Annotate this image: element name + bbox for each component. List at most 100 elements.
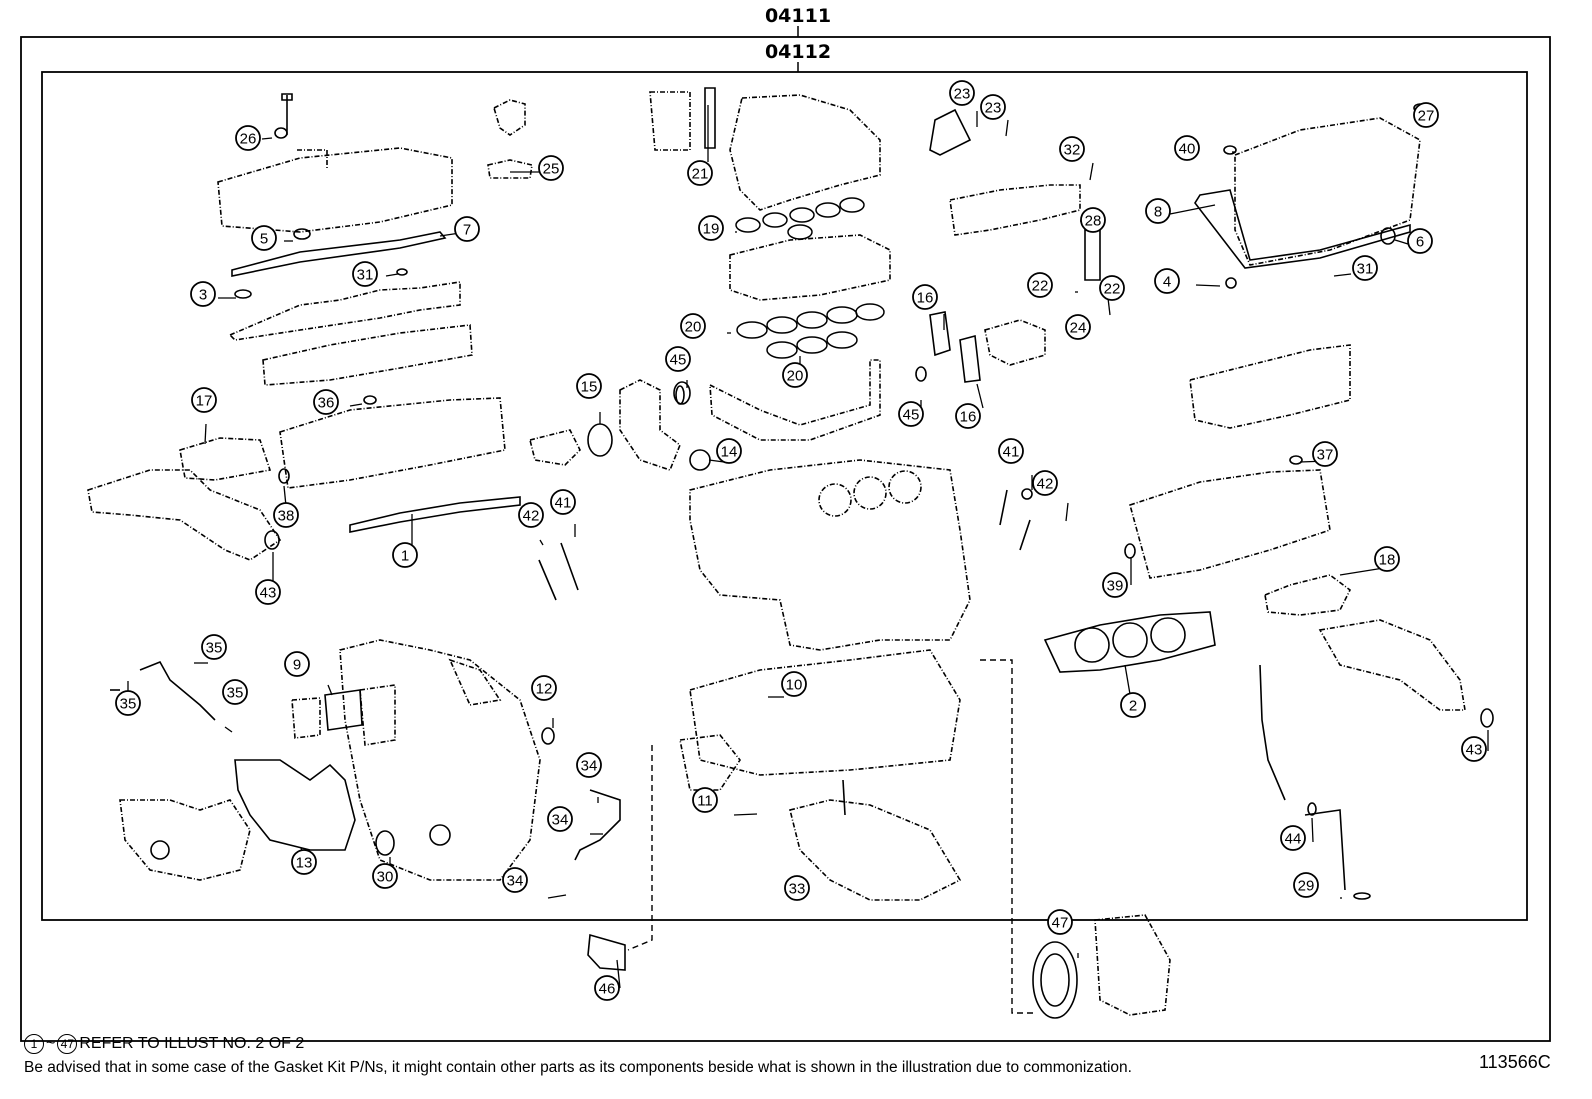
- callout-20: 20: [782, 362, 808, 388]
- callout-35: 35: [201, 634, 227, 660]
- callout-circle: [1145, 198, 1171, 224]
- callout-5: 5: [251, 225, 277, 251]
- callout-circle: [781, 671, 807, 697]
- callout-35: 35: [222, 679, 248, 705]
- callout-circle: [665, 346, 691, 372]
- callout-circle: [222, 679, 248, 705]
- callout-label: 38: [278, 508, 295, 525]
- callout-label: 16: [960, 409, 977, 426]
- callout-circle: [284, 651, 310, 677]
- callout-circle: [255, 579, 281, 605]
- callout-circle: [1312, 441, 1338, 467]
- callout-31: 31: [1352, 255, 1378, 281]
- callout-12: 12: [531, 675, 557, 701]
- callout-35: 35: [115, 690, 141, 716]
- callout-label: 2: [1129, 698, 1137, 715]
- callout-33: 33: [784, 875, 810, 901]
- callout-39: 39: [1102, 572, 1128, 598]
- callout-34: 34: [547, 806, 573, 832]
- range-note-text: REFER TO ILLUST NO. 2 OF 2: [79, 1035, 305, 1052]
- callout-label: 21: [692, 166, 709, 183]
- callout-circle: [352, 261, 378, 287]
- callout-circle: [191, 387, 217, 413]
- callout-circle: [998, 438, 1024, 464]
- callout-label: 30: [377, 869, 394, 886]
- callout-30: 30: [372, 863, 398, 889]
- callout-label: 43: [260, 585, 277, 602]
- callout-circle: [1293, 872, 1319, 898]
- advisory-note: Be advised that in some case of the Gask…: [24, 1059, 1132, 1076]
- callout-43: 43: [255, 579, 281, 605]
- callout-label: 36: [318, 395, 335, 412]
- callout-14: 14: [716, 438, 742, 464]
- range-separator: ~: [46, 1035, 56, 1052]
- callout-6: 6: [1407, 228, 1433, 254]
- callout-circle: [518, 502, 544, 528]
- callout-circle: [782, 362, 808, 388]
- callout-22: 22: [1027, 272, 1053, 298]
- callout-label: 22: [1104, 281, 1121, 298]
- callout-23: 23: [980, 94, 1006, 120]
- callout-label: 43: [1466, 742, 1483, 759]
- callout-34: 34: [576, 752, 602, 778]
- callout-label: 7: [463, 222, 471, 239]
- range-note: 1 ~ 47 REFER TO ILLUST NO. 2 OF 2: [24, 1034, 304, 1054]
- callout-circle: [594, 975, 620, 1001]
- callout-22: 22: [1099, 275, 1125, 301]
- callout-label: 11: [697, 793, 713, 810]
- callout-circle: [1027, 272, 1053, 298]
- callout-circle: [1461, 736, 1487, 762]
- callout-circle: [273, 502, 299, 528]
- inner-kit-frame: [41, 71, 1528, 921]
- range-start-marker: 1: [24, 1034, 44, 1054]
- callout-circle: [538, 155, 564, 181]
- callout-42: 42: [518, 502, 544, 528]
- callout-13: 13: [291, 849, 317, 875]
- callout-label: 22: [1032, 278, 1049, 295]
- callout-label: 1: [401, 548, 409, 565]
- callout-circle: [1047, 909, 1073, 935]
- callout-label: 31: [357, 267, 374, 284]
- callout-circle: [1032, 470, 1058, 496]
- callout-label: 33: [789, 881, 806, 898]
- callout-label: 45: [670, 352, 687, 369]
- callout-circle: [898, 401, 924, 427]
- callout-41: 41: [998, 438, 1024, 464]
- callout-17: 17: [191, 387, 217, 413]
- callout-circle: [1065, 314, 1091, 340]
- callout-circle: [251, 225, 277, 251]
- callout-label: 42: [523, 508, 540, 525]
- callout-16: 16: [912, 284, 938, 310]
- callout-3: 3: [190, 281, 216, 307]
- callout-circle: [372, 863, 398, 889]
- callout-label: 44: [1285, 831, 1302, 848]
- callout-label: 32: [1064, 142, 1081, 159]
- callout-circle: [502, 867, 528, 893]
- callout-circle: [550, 489, 576, 515]
- callout-34: 34: [502, 867, 528, 893]
- callout-18: 18: [1374, 546, 1400, 572]
- callout-label: 35: [227, 685, 244, 702]
- callout-label: 16: [917, 290, 934, 307]
- callout-40: 40: [1174, 135, 1200, 161]
- callout-label: 12: [536, 681, 553, 698]
- callout-circle: [1102, 572, 1128, 598]
- callout-label: 19: [703, 221, 720, 238]
- callout-circle: [547, 806, 573, 832]
- callout-label: 23: [985, 100, 1002, 117]
- callout-24: 24: [1065, 314, 1091, 340]
- callout-circle: [912, 284, 938, 310]
- callout-36: 36: [313, 389, 339, 415]
- callout-circle: [1174, 135, 1200, 161]
- callout-circle: [291, 849, 317, 875]
- callout-circle: [392, 542, 418, 568]
- callout-label: 31: [1357, 261, 1374, 278]
- callout-32: 32: [1059, 136, 1085, 162]
- callout-label: 13: [296, 855, 313, 872]
- callout-circle: [1080, 207, 1106, 233]
- callout-circle: [692, 787, 718, 813]
- callout-label: 35: [120, 696, 137, 713]
- callout-label: 14: [721, 444, 738, 461]
- callout-label: 25: [543, 161, 560, 178]
- callout-label: 35: [206, 640, 223, 657]
